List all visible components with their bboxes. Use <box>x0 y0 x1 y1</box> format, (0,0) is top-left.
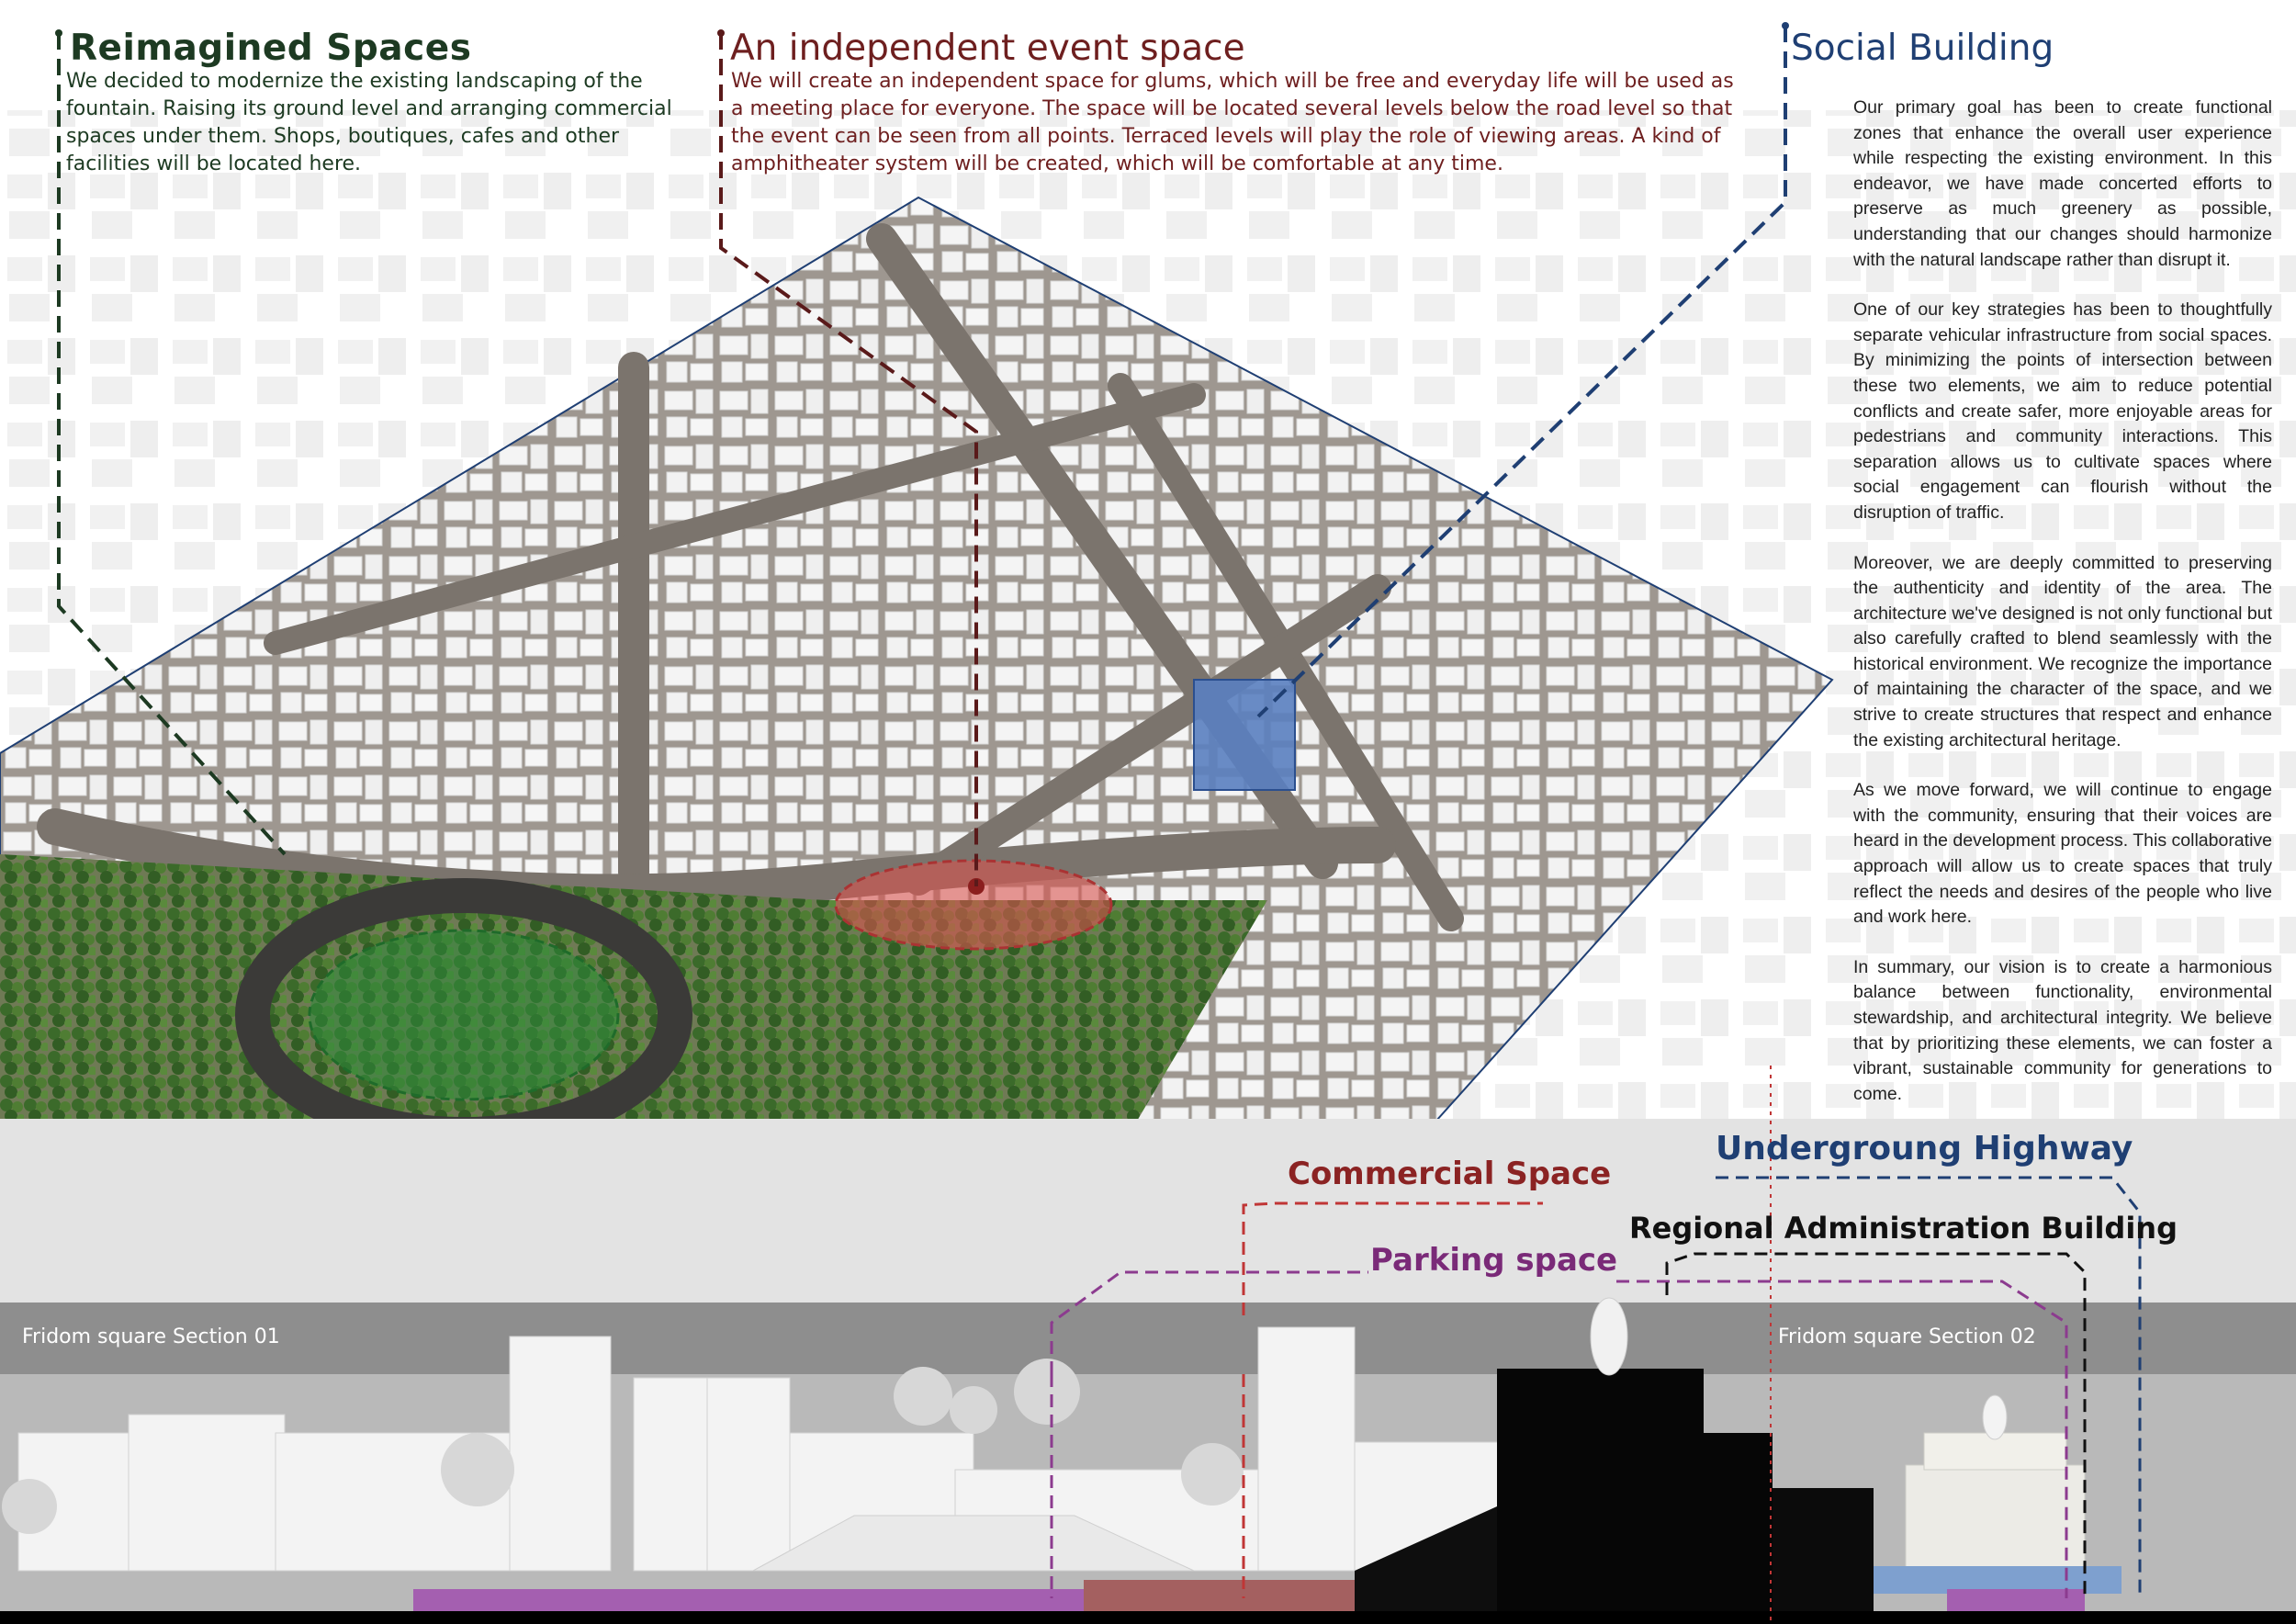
highway-line <box>1716 1176 2142 1598</box>
project-description: Our primary goal has been to create func… <box>1853 96 2272 1132</box>
parking-line-right <box>1616 1280 2068 1598</box>
reimagined-spaces-text: We decided to modernize the existing lan… <box>66 70 672 175</box>
section-title-band <box>0 1303 2296 1374</box>
amphitheater-terraces <box>752 1515 1195 1572</box>
event-leader <box>719 33 978 886</box>
description-paragraph: As we move forward, we will continue to … <box>1853 780 2272 928</box>
fountain-zone <box>308 929 620 1101</box>
description-paragraph: Our primary goal has been to create func… <box>1853 97 2272 270</box>
description-paragraph: One of our key strategies has been to th… <box>1853 299 2272 523</box>
commercial-line-left <box>1242 1201 1543 1315</box>
underground-highway-label: Undergroung Highway <box>1716 1130 2133 1167</box>
admin-building-section <box>1355 1297 1874 1611</box>
admin-line <box>1665 1252 2087 1598</box>
social-leader <box>1256 26 1787 718</box>
description-paragraph: In summary, our vision is to create a ha… <box>1853 956 2272 1104</box>
social-building-title: Social Building <box>1791 28 2054 69</box>
section-02-building <box>1874 1394 2122 1611</box>
section-01-title: Fridom square Section 01 <box>22 1325 280 1348</box>
parking-underground <box>413 1589 1084 1611</box>
section-02-title: Fridom square Section 02 <box>1778 1325 2036 1348</box>
roads <box>37 223 1464 931</box>
commercial-underground <box>1084 1580 1355 1611</box>
reimagined-spaces-title: Reimagined Spaces <box>70 28 472 69</box>
event-zone <box>834 859 1113 951</box>
event-space-title: An independent event space <box>730 28 1245 69</box>
description-paragraph: Moreover, we are deeply committed to pre… <box>1853 552 2272 750</box>
event-space-text: We will create an independent space for … <box>731 70 1734 175</box>
admin-building-label: Regional Administration Building <box>1629 1211 2178 1246</box>
parking-line-left <box>1050 1270 1368 1374</box>
commercial-space-label: Commercial Space <box>1288 1156 1612 1192</box>
parking-space-label: Parking space <box>1370 1242 1618 1279</box>
section-01-trees <box>2 1359 1244 1534</box>
reimagined-leader <box>57 33 287 856</box>
